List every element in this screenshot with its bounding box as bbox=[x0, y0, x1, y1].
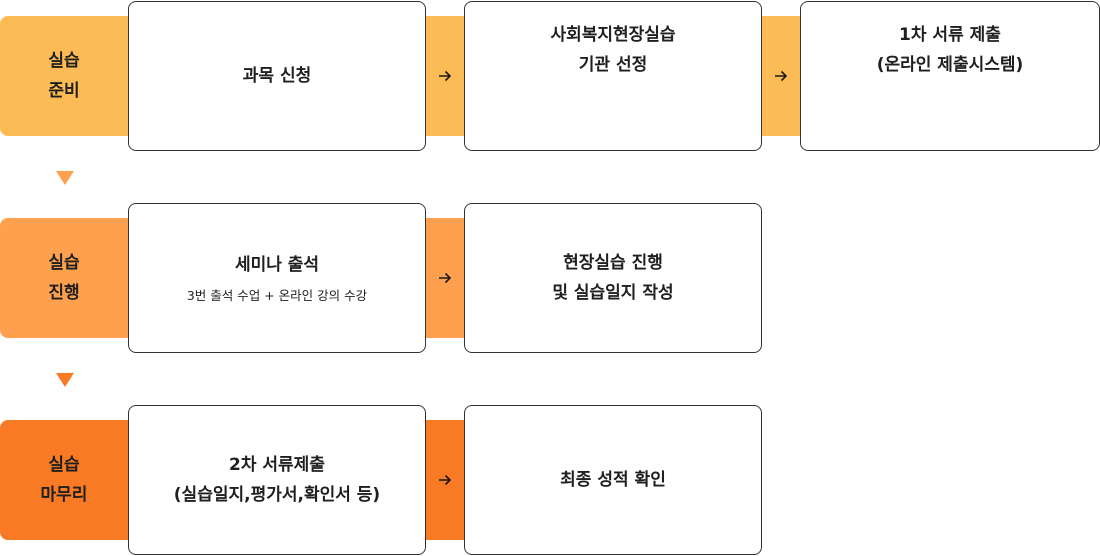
step-title: 현장실습 진행 및 실습일지 작성 bbox=[552, 253, 674, 303]
step-second-document-submission: 2차 서류제출 (실습일지,평가서,확인서 등) bbox=[128, 405, 426, 555]
step-title: 2차 서류제출 (실습일지,평가서,확인서 등) bbox=[173, 455, 381, 505]
arrow-right-icon bbox=[427, 218, 463, 338]
stage-3-label: 실습 마무리 bbox=[40, 455, 88, 505]
step-title: 최종 성적 확인 bbox=[560, 470, 666, 490]
arrow-right-icon bbox=[763, 16, 799, 136]
step-title: 세미나 출석 bbox=[234, 255, 320, 275]
step-institution-selection: 사회복지현장실습 기관 선정 bbox=[464, 1, 762, 151]
arrow-right-icon bbox=[427, 16, 463, 136]
stage-1-label: 실습 준비 bbox=[48, 51, 80, 101]
triangle-down-icon bbox=[56, 171, 74, 185]
triangle-down-icon bbox=[56, 373, 74, 387]
step-title: 과목 신청 bbox=[242, 66, 312, 86]
step-subtitle: 3번 출석 수업 + 온라인 강의 수강 bbox=[186, 288, 368, 303]
step-seminar-attendance: 세미나 출석 3번 출석 수업 + 온라인 강의 수강 bbox=[128, 203, 426, 353]
step-title: 1차 서류 제출 (온라인 제출시스템) bbox=[876, 25, 1024, 75]
step-first-document-submission: 1차 서류 제출 (온라인 제출시스템) bbox=[800, 1, 1100, 151]
step-title: 사회복지현장실습 기관 선정 bbox=[550, 25, 676, 75]
step-final-grade-check: 최종 성적 확인 bbox=[464, 405, 762, 555]
step-field-practice: 현장실습 진행 및 실습일지 작성 bbox=[464, 203, 762, 353]
arrow-right-icon bbox=[427, 420, 463, 540]
stage-2-label: 실습 진행 bbox=[48, 253, 80, 303]
step-course-registration: 과목 신청 bbox=[128, 1, 426, 151]
